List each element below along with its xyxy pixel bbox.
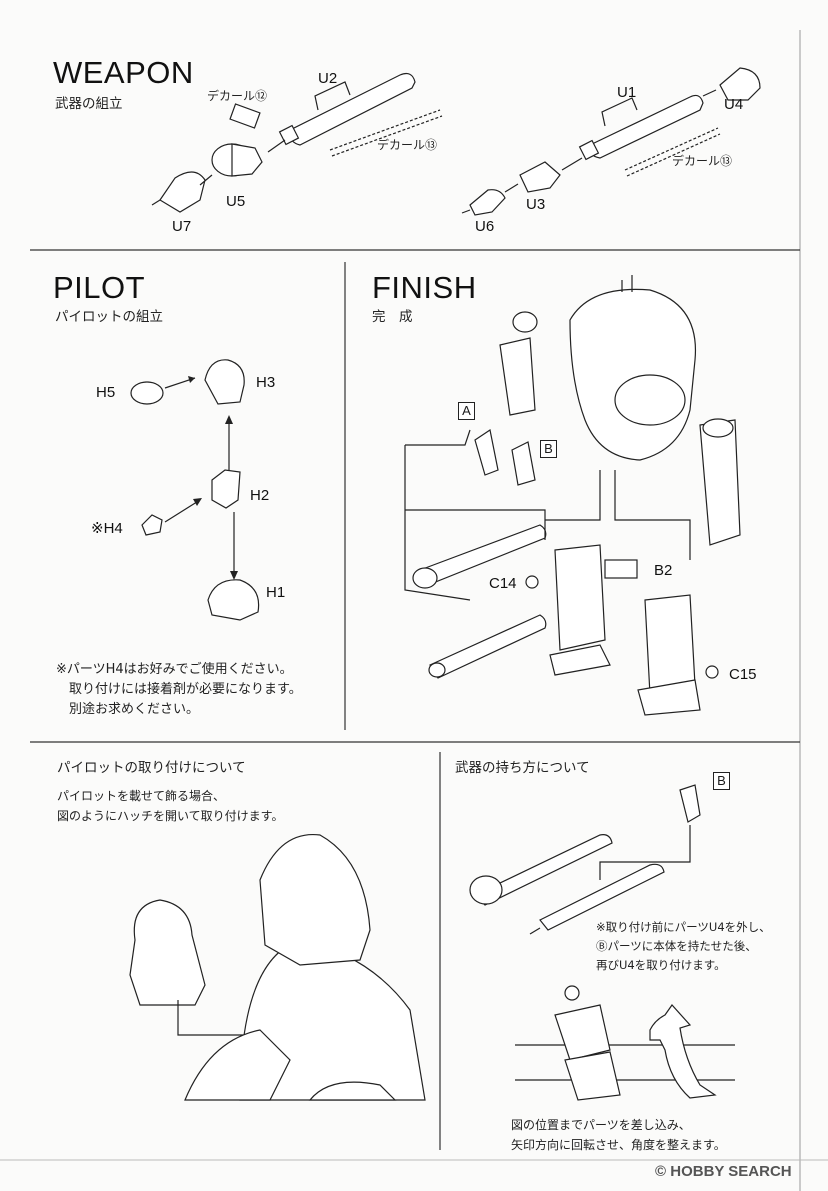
brand-name: HOBBY SEARCH [670, 1163, 792, 1180]
hand-b-box: B [540, 440, 557, 458]
pilot-subtitle: パイロットの組立 [55, 309, 163, 325]
part-label-c15: C15 [729, 666, 757, 683]
finish-subtitle: 完 成 [372, 309, 413, 325]
part-label-h2: H2 [250, 487, 270, 504]
weapon-hold-title: 武器の持ち方について [455, 760, 590, 776]
part-label-u7: U7 [172, 218, 192, 235]
decal-13-label-left: デカール⑬ [377, 138, 438, 152]
pilot-attach-line-1: パイロットを載せて飾る場合、 [57, 789, 226, 803]
weapon-hold-note-line-1: ※取り付け前にパーツU4を外し、 [596, 920, 771, 934]
weapon-subtitle: 武器の組立 [55, 96, 123, 112]
pilot-title: PILOT [53, 270, 146, 305]
part-label-b2: B2 [654, 562, 673, 579]
weapon-hold-bottom-line-2: 矢印方向に回転させ、角度を整えます。 [511, 1138, 726, 1152]
pilot-attach-line-2: 図のようにハッチを開いて取り付けます。 [57, 809, 284, 823]
weapon-title: WEAPON [53, 55, 194, 90]
part-label-u6: U6 [475, 218, 495, 235]
pilot-attach-text: パイロットを載せて飾る場合、 図のようにハッチを開いて取り付けます。 [57, 786, 283, 826]
weapon-hold-note: ※取り付け前にパーツU4を外し、 Ⓑパーツに本体を持たせた後、 再びU4を取り付… [596, 918, 771, 975]
pilot-note-line-3: 別途お求めください。 [56, 702, 200, 717]
decal-13-label-right: デカール⑬ [672, 154, 733, 168]
weapon-hold-b-box: B [713, 772, 730, 790]
pilot-attach-title: パイロットの取り付けについて [57, 760, 246, 776]
part-label-h1: H1 [266, 584, 286, 601]
part-label-h4: ※H4 [91, 520, 123, 537]
part-label-c14: C14 [489, 575, 517, 592]
part-label-u2: U2 [318, 70, 338, 87]
watermark: © HOBBY SEARCH [655, 1163, 792, 1180]
part-label-h3: H3 [256, 374, 276, 391]
weapon-left-assembly [151, 72, 443, 213]
weapon-hold-bottom-text: 図の位置までパーツを差し込み、 矢印方向に回転させ、角度を整えます。 [511, 1115, 726, 1155]
copyright-symbol: © [655, 1163, 667, 1180]
weapon-hold-bottom-line-1: 図の位置までパーツを差し込み、 [511, 1118, 691, 1132]
part-label-u1: U1 [617, 84, 637, 101]
decal-12-label: デカール⑫ [207, 89, 268, 103]
part-label-u5: U5 [226, 193, 246, 210]
pilot-note-line-1: ※パーツH4はお好みでご使用ください。 [56, 662, 293, 677]
finish-title: FINISH [372, 270, 477, 305]
part-label-u3: U3 [526, 196, 546, 213]
weapon-hold-note-line-3: 再びU4を取り付けます。 [596, 958, 726, 972]
pilot-note-line-2: 取り付けには接着剤が必要になります。 [56, 682, 302, 697]
weapon-hold-note-line-2: Ⓑパーツに本体を持たせた後、 [596, 939, 757, 953]
weapon-right-assembly [461, 67, 761, 216]
pilot-attach-art [129, 833, 426, 1101]
pilot-assembly [130, 359, 260, 621]
finish-robot [404, 275, 741, 716]
part-label-h5: H5 [96, 384, 116, 401]
part-label-u4: U4 [724, 96, 744, 113]
weapon-hold-art [469, 784, 735, 1101]
pilot-note: ※パーツH4はお好みでご使用ください。 取り付けには接着剤が必要になります。 別… [56, 660, 302, 720]
hand-a-box: A [458, 402, 475, 420]
